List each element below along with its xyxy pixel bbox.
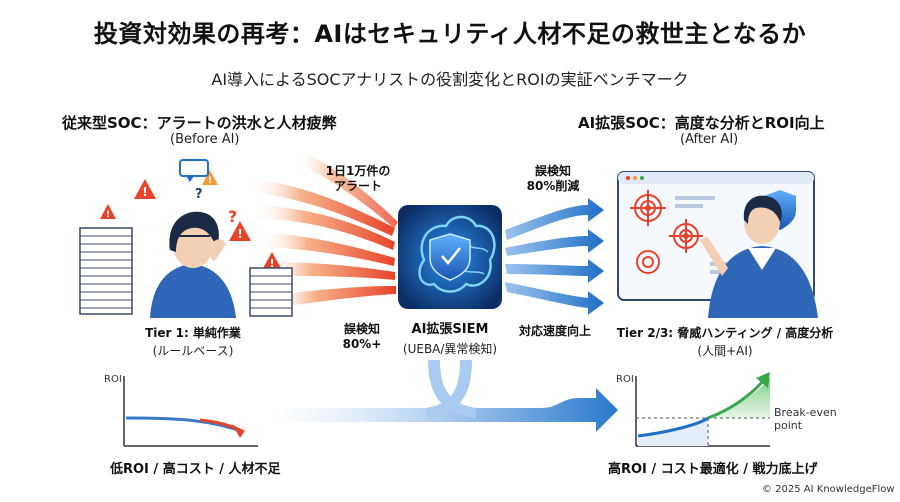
before-heading: 従来型SOC：アラートの洪水と人材疲弊 (62, 114, 337, 132)
svg-text:!: ! (208, 176, 212, 186)
after-heading: AI拡張SOC：高度な分析とROI向上 (578, 114, 825, 132)
tier23-sublabel: (人間+AI) (697, 344, 753, 358)
breakeven-label: Break-even point (774, 406, 837, 432)
after-subheading: (After AI) (680, 132, 739, 147)
before-summary: 低ROI / 高コスト / 人材不足 (110, 462, 281, 477)
stressed-analyst-icon (150, 211, 236, 318)
ai-siem-icon (398, 205, 502, 309)
after-summary: 高ROI / コスト最適化 / 戦力底上げ (608, 462, 818, 477)
copyright: © 2025 AI KnowledgeFlow (762, 484, 895, 495)
roi-axis-label-after: ROI (616, 374, 634, 385)
page-subtitle: AI導入によるSOCアナリストの役割変化とROIの実証ベンチマーク (211, 70, 689, 89)
alert-flood-arrows (250, 150, 398, 308)
roi-chart-before (123, 376, 258, 447)
tier1-label: Tier 1: 単純作業 (145, 326, 241, 340)
svg-text:?: ? (228, 207, 237, 226)
svg-text:!: ! (269, 257, 274, 270)
before-subheading: (Before AI) (170, 132, 240, 147)
document-stack-icon (79, 227, 293, 317)
svg-text:!: ! (142, 185, 147, 199)
tier23-label: Tier 2/3: 脅威ハンティング / 高度分析 (616, 326, 834, 340)
svg-text:?: ? (195, 187, 203, 202)
ai-siem-label: AI拡張SIEM (411, 322, 489, 337)
roi-chart-after (635, 372, 770, 447)
alert-volume-label: 1日1万件の アラート (325, 164, 391, 193)
page-title: 投資対効果の再考：AIはセキュリティ人材不足の救世主となるか (93, 20, 807, 48)
blue-flow-arrows (505, 198, 604, 315)
warning-icons: ! ! ! ! ! ? ? (100, 159, 282, 270)
svg-text:!: ! (106, 210, 110, 220)
ai-siem-sublabel: (UEBA/異常検知) (402, 342, 498, 356)
svg-text:!: ! (237, 227, 242, 241)
roi-axis-label-before: ROI (104, 374, 122, 385)
fp-reduction-label: 誤検知 80%削減 (526, 164, 580, 193)
tier1-sublabel: (ルールベース) (152, 344, 234, 358)
response-speed-label: 対応速度向上 (518, 324, 591, 338)
false-positive-label: 誤検知 80%+ (342, 322, 382, 351)
bottom-flow-arrow (270, 360, 618, 432)
analyst-icon (700, 195, 818, 318)
